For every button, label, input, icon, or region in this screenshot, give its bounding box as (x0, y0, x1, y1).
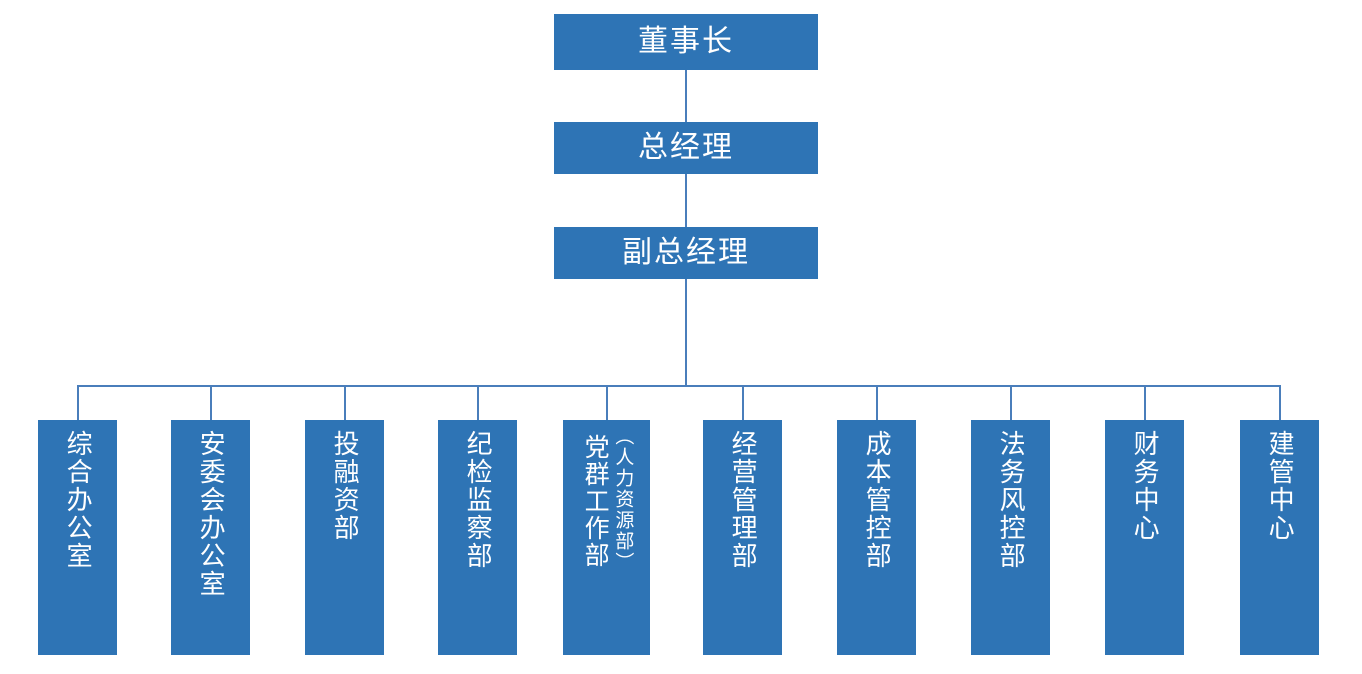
node-department-2-label: 安委会办公室 (196, 430, 227, 598)
node-department-4-label: 纪检监察部 (463, 430, 494, 570)
node-department-6-label: 经营管理部 (728, 430, 759, 570)
node-chairman[interactable]: 董事长 (554, 14, 818, 70)
node-department-5[interactable]: （人力资源部） 党群工作部 (563, 420, 650, 655)
connector-drop-5 (606, 385, 608, 420)
connector-horizontal-bus (77, 385, 1280, 387)
connector-drop-3 (344, 385, 346, 420)
connector-drop-6 (742, 385, 744, 420)
node-department-7[interactable]: 成本管控部 (837, 420, 916, 655)
node-department-10[interactable]: 建管中心 (1240, 420, 1319, 655)
connector-drop-1 (77, 385, 79, 420)
node-department-3-label: 投融资部 (330, 430, 361, 542)
connector-chairman-to-gm (685, 70, 687, 122)
node-department-4[interactable]: 纪检监察部 (438, 420, 517, 655)
connector-drop-7 (876, 385, 878, 420)
node-department-10-label: 建管中心 (1265, 430, 1296, 542)
node-department-9-label: 财务中心 (1130, 430, 1161, 542)
connector-drop-4 (477, 385, 479, 420)
node-department-7-label: 成本管控部 (862, 430, 893, 570)
connector-drop-9 (1144, 385, 1146, 420)
node-department-8[interactable]: 法务风控部 (971, 420, 1050, 655)
node-chairman-label: 董事长 (638, 25, 734, 58)
node-department-8-label: 法务风控部 (996, 430, 1027, 570)
node-department-3[interactable]: 投融资部 (305, 420, 384, 655)
connector-drop-8 (1010, 385, 1012, 420)
connector-deputy-to-bus (685, 279, 687, 386)
node-department-1-label: 综合办公室 (63, 430, 94, 570)
node-department-5-sub-label: （人力资源部） (612, 426, 634, 573)
node-department-9[interactable]: 财务中心 (1105, 420, 1184, 655)
node-department-2[interactable]: 安委会办公室 (171, 420, 250, 655)
connector-gm-to-deputy (685, 174, 687, 227)
node-department-5-label: 党群工作部 (581, 434, 610, 569)
node-general-manager-label: 总经理 (638, 131, 734, 164)
node-deputy-general-manager[interactable]: 副总经理 (554, 227, 818, 279)
node-general-manager[interactable]: 总经理 (554, 122, 818, 174)
connector-drop-10 (1279, 385, 1281, 420)
node-department-1[interactable]: 综合办公室 (38, 420, 117, 655)
node-deputy-general-manager-label: 副总经理 (622, 236, 750, 269)
connector-drop-2 (210, 385, 212, 420)
node-department-6[interactable]: 经营管理部 (703, 420, 782, 655)
